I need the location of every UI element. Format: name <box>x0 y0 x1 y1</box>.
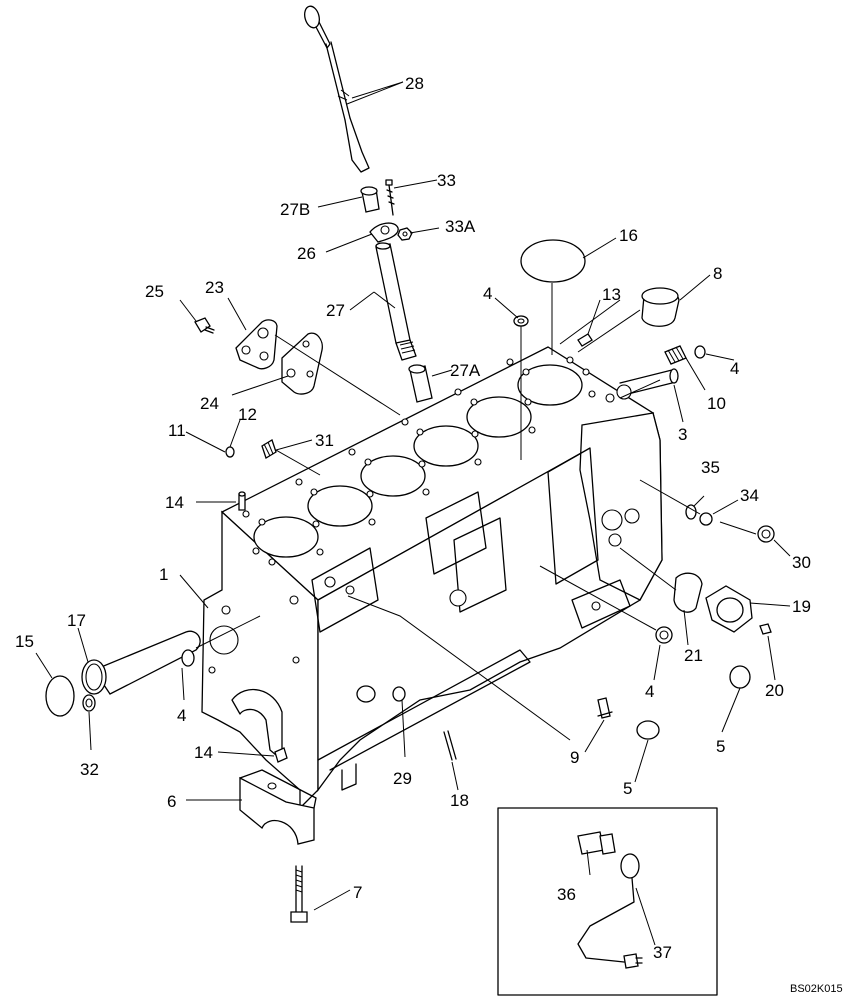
callout-4-top: 4 <box>483 284 492 303</box>
callout-35: 35 <box>701 458 720 477</box>
callout-27b: 27B <box>280 200 310 219</box>
dipstick-part <box>304 5 370 173</box>
callout-12: 12 <box>238 405 257 424</box>
callout-29: 29 <box>393 769 412 788</box>
callout-3: 3 <box>678 425 687 444</box>
dipstick-cap-27b <box>360 186 380 213</box>
head-bolt-holes <box>242 356 632 566</box>
bolt-33 <box>385 179 395 216</box>
callout-36: 36 <box>557 885 576 904</box>
tube-17 <box>93 630 201 695</box>
callout-37: 37 <box>653 943 672 962</box>
dowel-14-bottom <box>274 747 288 763</box>
callout-1: 1 <box>159 565 168 584</box>
callout-7: 7 <box>353 883 362 902</box>
callout-11: 11 <box>168 421 186 440</box>
callout-26: 26 <box>297 244 316 263</box>
clamp-26 <box>369 222 399 243</box>
callout-34: 34 <box>740 486 759 505</box>
inset-panel <box>497 807 718 996</box>
callout-33a: 33A <box>445 217 476 236</box>
plug-29 <box>356 685 406 703</box>
tube-adapter-27a <box>408 364 433 403</box>
callout-8: 8 <box>713 264 722 283</box>
callout-15: 15 <box>15 632 34 651</box>
callout-32: 32 <box>80 760 99 779</box>
callout-27a: 27A <box>450 361 481 380</box>
plug-10 <box>664 345 687 365</box>
callout-20: 20 <box>765 681 784 700</box>
callout-9: 9 <box>570 748 579 767</box>
callout-16: 16 <box>619 226 638 245</box>
callout-30: 30 <box>792 553 811 572</box>
callout-21: 21 <box>684 646 703 665</box>
callout-4-bottom: 4 <box>645 682 654 701</box>
callout-33: 33 <box>437 171 456 190</box>
callout-18: 18 <box>450 791 469 810</box>
callout-6: 6 <box>167 792 176 811</box>
callout-24: 24 <box>200 394 219 413</box>
oring-17 <box>81 659 107 695</box>
plug-5-upper <box>729 665 751 689</box>
leader-lines <box>35 81 791 946</box>
plug-8 <box>641 287 680 327</box>
heater-element-36 <box>577 831 616 855</box>
callout-23: 23 <box>205 278 224 297</box>
housing-19 <box>705 585 753 633</box>
callout-17: 17 <box>67 611 86 630</box>
plug-30 <box>757 525 775 543</box>
callout-25: 25 <box>145 282 164 301</box>
callout-28: 28 <box>405 74 424 93</box>
plug-31 <box>261 439 277 459</box>
callout-10: 10 <box>707 394 726 413</box>
nut-33a <box>397 227 413 241</box>
callout-4-left: 4 <box>177 706 186 725</box>
dowel-14-top <box>238 491 246 511</box>
gasket-23 <box>235 319 278 370</box>
callout-5-lower: 5 <box>623 779 632 798</box>
cover-15 <box>45 675 75 717</box>
bearing-cap-6 <box>239 769 317 845</box>
callout-5-upper: 5 <box>716 737 725 756</box>
pin-12 <box>225 446 235 458</box>
cover-16 <box>520 239 586 283</box>
plug-4-right <box>694 345 706 359</box>
pin-18 <box>443 730 457 761</box>
plug-4-top <box>513 315 529 327</box>
bolt-20 <box>759 623 772 635</box>
bolt-25 <box>194 317 215 334</box>
sensor-9 <box>597 697 613 719</box>
callout-19: 19 <box>792 597 811 616</box>
figure-code: BS02K015 <box>790 983 843 995</box>
plug-4-bottom <box>655 626 673 644</box>
callout-27: 27 <box>326 301 345 320</box>
engine-block-1 <box>201 346 663 810</box>
plug-34 <box>699 512 713 526</box>
plug-5-lower <box>636 720 660 740</box>
callout-31: 31 <box>315 431 334 450</box>
callout-4-right: 4 <box>730 359 739 378</box>
seal-32 <box>82 694 96 712</box>
gasket-21 <box>673 572 703 613</box>
plate-24 <box>281 332 323 395</box>
callout-13: 13 <box>602 285 621 304</box>
pin-13 <box>577 333 593 347</box>
callout-labels: 28 33 27B 26 33A 16 8 25 23 4 13 27 4 27… <box>15 74 811 962</box>
plug-4-left <box>181 649 195 667</box>
callout-14-top: 14 <box>165 493 184 512</box>
bolt-7 <box>290 865 308 923</box>
callout-14-bottom: 14 <box>194 743 213 762</box>
wire-harness-37 <box>577 853 643 969</box>
dipstick-tube-27 <box>375 242 417 361</box>
